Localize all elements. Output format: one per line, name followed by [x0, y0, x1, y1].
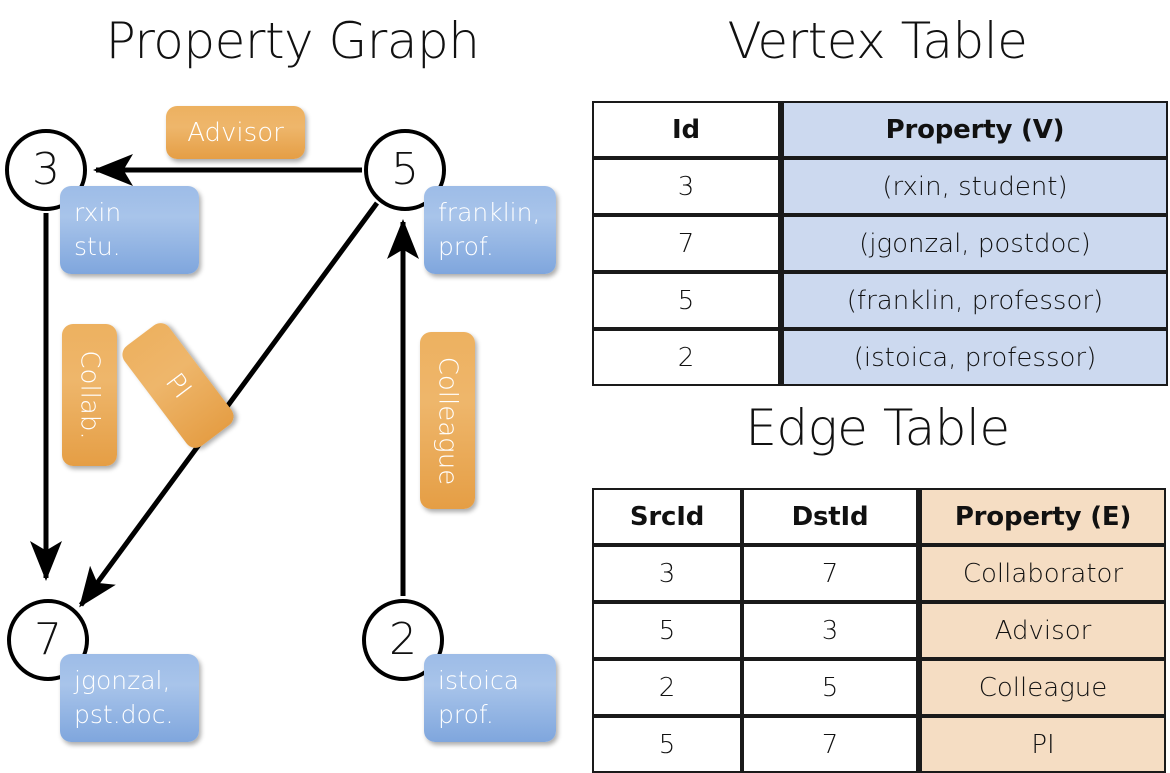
property-graph-diagram: 3 5 7 2 rxin stu. franklin, prof. jgonza… [0, 0, 585, 760]
vertex-property-line-1: rxin [74, 198, 122, 227]
vertex-property-box-3[interactable]: rxin stu. [60, 186, 199, 274]
graph-node-3-label: 3 [32, 144, 60, 195]
table-row[interactable]: 5 (franklin, professor) [592, 272, 1168, 329]
vertex-property-line-1: jgonzal, [74, 666, 171, 695]
table-row[interactable]: 3 (rxin, student) [592, 158, 1168, 215]
vertex-cell-id: 3 [592, 158, 780, 215]
table-row[interactable]: 2 5 Colleague [592, 659, 1166, 716]
page-title-property-graph: Property Graph [105, 12, 480, 70]
vertex-table: Id Property (V) 3 (rxin, student) 7 (jgo… [592, 101, 1168, 386]
edge-cell-dstid: 3 [742, 602, 918, 659]
vertex-cell-id: 5 [592, 272, 780, 329]
page-title-edge-table: Edge Table [745, 399, 1010, 457]
edge-label-colleague[interactable]: Colleague [420, 332, 475, 509]
edge-table-header-srcid: SrcId [592, 488, 742, 545]
table-header-row: SrcId DstId Property (E) [592, 488, 1166, 545]
graph-node-2-label: 2 [389, 614, 417, 665]
vertex-cell-property: (rxin, student) [780, 158, 1168, 215]
vertex-property-box-5[interactable]: franklin, prof. [424, 186, 556, 274]
vertex-property-line-2: pst.doc. [74, 699, 174, 729]
graph-node-7-label: 7 [34, 614, 62, 665]
edge-table-header-dstid: DstId [742, 488, 918, 545]
vertex-property-line-2: prof. [438, 231, 494, 261]
edge-label-advisor-text: Advisor [187, 117, 284, 148]
vertex-table-header-id: Id [592, 101, 780, 158]
edge-cell-dstid: 5 [742, 659, 918, 716]
edge-label-collab-text: Collab. [74, 350, 105, 440]
table-row[interactable]: 5 7 PI [592, 716, 1166, 773]
edge-cell-dstid: 7 [742, 545, 918, 602]
table-row[interactable]: 2 (istoica, professor) [592, 329, 1168, 386]
edge-cell-property: Advisor [918, 602, 1166, 659]
edge-table-header-property: Property (E) [918, 488, 1166, 545]
page-title-vertex-table: Vertex Table [727, 12, 1028, 70]
table-header-row: Id Property (V) [592, 101, 1168, 158]
edge-label-colleague-text: Colleague [432, 356, 463, 485]
vertex-table-header-property: Property (V) [780, 101, 1168, 158]
vertex-cell-property: (istoica, professor) [780, 329, 1168, 386]
edge-cell-dstid: 7 [742, 716, 918, 773]
graph-node-2[interactable]: 2 [362, 599, 444, 681]
vertex-property-line-2: stu. [74, 231, 121, 261]
graph-edge-arrows [30, 154, 419, 608]
graph-node-5[interactable]: 5 [364, 129, 446, 211]
edge-cell-property: Collaborator [918, 545, 1166, 602]
edge-cell-srcid: 5 [592, 716, 742, 773]
edge-cell-srcid: 3 [592, 545, 742, 602]
edge-label-pi-text: PI [158, 367, 198, 404]
vertex-property-box-7[interactable]: jgonzal, pst.doc. [60, 654, 199, 742]
table-row[interactable]: 7 (jgonzal, postdoc) [592, 215, 1168, 272]
edge-arrow-5-to-7 [78, 201, 380, 608]
vertex-property-box-2[interactable]: istoica prof. [424, 654, 556, 742]
table-row[interactable]: 3 7 Collaborator [592, 545, 1166, 602]
edge-cell-property: Colleague [918, 659, 1166, 716]
table-row[interactable]: 5 3 Advisor [592, 602, 1166, 659]
vertex-property-line-2: prof. [438, 699, 494, 729]
edge-table: SrcId DstId Property (E) 3 7 Collaborato… [592, 488, 1166, 773]
vertex-cell-property: (franklin, professor) [780, 272, 1168, 329]
vertex-cell-id: 7 [592, 215, 780, 272]
edge-label-advisor[interactable]: Advisor [166, 106, 305, 159]
edge-cell-srcid: 2 [592, 659, 742, 716]
edge-cell-property: PI [918, 716, 1166, 773]
vertex-cell-property: (jgonzal, postdoc) [780, 215, 1168, 272]
edge-label-collab[interactable]: Collab. [62, 324, 117, 466]
vertex-cell-id: 2 [592, 329, 780, 386]
graph-node-5-label: 5 [391, 144, 419, 195]
vertex-property-line-1: franklin, [438, 198, 541, 227]
vertex-property-line-1: istoica [438, 666, 520, 695]
edge-cell-srcid: 5 [592, 602, 742, 659]
